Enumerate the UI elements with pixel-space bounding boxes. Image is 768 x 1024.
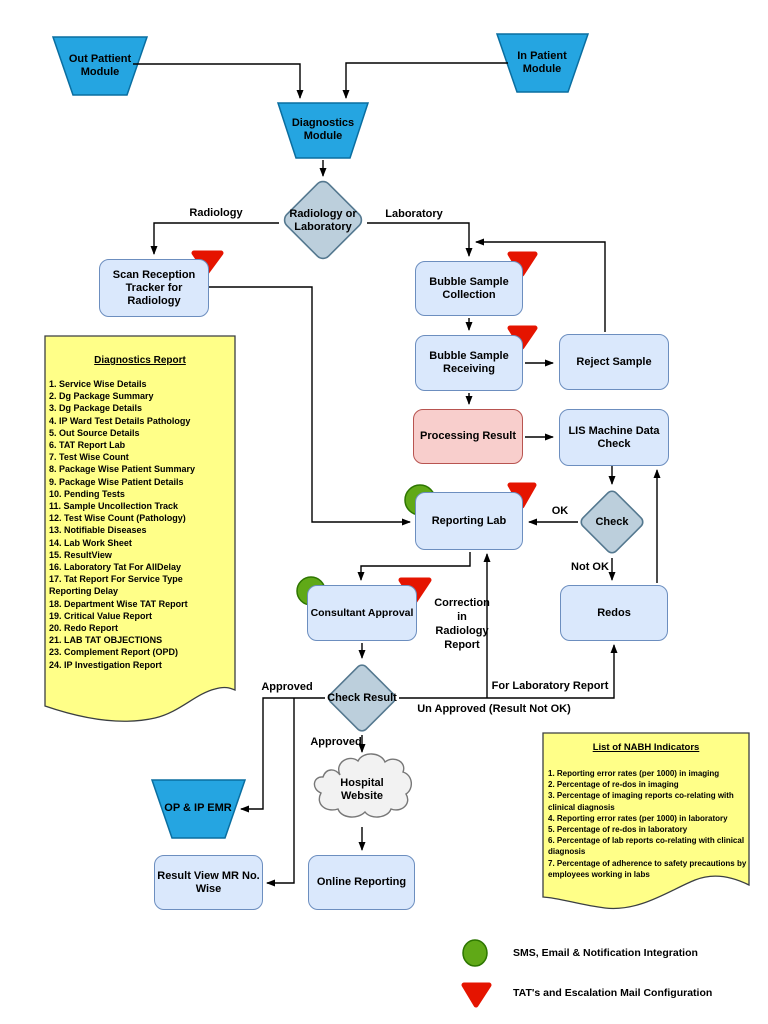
edge-reject-to-collection-junction — [475, 238, 606, 332]
node-lis-machine-data-check: LIS Machine Data Check — [559, 409, 669, 466]
list-item: 1. Service Wise Details — [49, 379, 147, 389]
radiology-or-laboratory-diamond-shape — [283, 180, 363, 260]
list-item: 2. Percentage of re-dos in imaging — [548, 780, 679, 790]
list-item: 6. TAT Report Lab — [49, 440, 126, 451]
edge-label-correction-in-radiology-report: Correction in Radiology Report — [434, 597, 490, 651]
node-consultant-approval: Consultant Approval — [307, 585, 417, 641]
diagnostics-report-list: 1. Service Wise Details 2. Dg Package Sum… — [49, 378, 221, 671]
list-item: 12. Test Wise Count (Pathology) — [49, 513, 186, 524]
hospital-website-cloud-shape — [313, 753, 412, 818]
list-item: 4. IP Ward Test Details Pathology — [49, 415, 191, 426]
node-op-ip-emr: OP & IP EMR — [164, 801, 232, 814]
node-bubble-sample-receiving: Bubble Sample Receiving — [415, 335, 523, 391]
edge-inpatient-to-diagnostics — [342, 62, 508, 99]
list-item: 1. Reporting error rates (per 1000) in i… — [548, 769, 720, 778]
list-item: 8. Package Wise Patient Summary — [49, 464, 195, 475]
edge-check-result-approved-to-result-view — [266, 698, 295, 887]
list-item: 24. IP Investigation Report — [49, 659, 162, 670]
list-item: 13. Notifiable Diseases — [49, 525, 147, 536]
node-hospital-website: Hospital Website — [340, 777, 384, 802]
node-out-patient-module: Out Pattient Module — [68, 53, 132, 78]
node-scan-reception-tracker: Scan Reception Tracker for Radiology — [99, 259, 209, 317]
nabh-indicators-note-shape — [542, 732, 750, 910]
node-redos: Redos — [560, 585, 668, 641]
edge-decision-to-collection — [367, 222, 473, 257]
legend-green-circle-icon — [462, 939, 488, 967]
legend-sms-email-notification-label: SMS, Email & Notification Integration — [513, 947, 698, 959]
edge-label-approved-left: Approved — [261, 681, 313, 693]
list-item: 6. Percentage of lab reports co-relating… — [548, 836, 745, 857]
list-item: 11. Sample Uncollection Track — [49, 501, 179, 512]
node-reporting-lab: Reporting Lab — [415, 492, 523, 550]
edge-check-result-to-redos-unapproved — [399, 644, 618, 699]
edge-reporting-lab-to-consultant — [357, 552, 471, 581]
edge-decision-to-scan — [150, 222, 279, 255]
list-item: 9. Package Wise Patient Details — [49, 476, 184, 487]
list-item: 21. LAB TAT OBJECTIONS — [49, 635, 163, 646]
list-item: 4. Reporting error rates (per 1000) in l… — [548, 813, 728, 823]
legend-tat-escalation-label: TAT's and Escalation Mail Configuration — [513, 987, 713, 999]
legend-red-triangle-icon — [461, 982, 492, 1008]
node-bubble-sample-collection: Bubble Sample Collection — [415, 261, 523, 316]
list-item: 16. Laboratory Tat For AllDelay — [49, 562, 182, 573]
decision-check-result: Check Result — [327, 691, 397, 704]
node-processing-result: Processing Result — [413, 409, 523, 464]
node-reject-sample: Reject Sample — [559, 334, 669, 390]
edge-check-result-approved-to-emr — [240, 697, 325, 813]
edge-outpatient-to-diagnostics — [133, 63, 304, 99]
edge-label-not-ok: Not OK — [571, 561, 609, 573]
node-diagnostics-module: Diagnostics Module — [291, 117, 355, 142]
list-item: 14. Lab Work Sheet — [49, 537, 132, 548]
decision-check: Check — [595, 515, 629, 528]
check-diamond-shape — [580, 490, 644, 554]
list-item: 7. Percentage of adherence to safety pre… — [548, 858, 747, 879]
edge-label-approved-down: Approved — [310, 736, 362, 748]
list-item: 7. Test Wise Count — [49, 452, 129, 463]
node-online-reporting: Online Reporting — [308, 855, 415, 910]
node-result-view-mr-no-wise: Result View MR No. Wise — [154, 855, 263, 910]
edge-label-radiology: Radiology — [189, 207, 243, 219]
list-item: 18. Department Wise TAT Report — [49, 598, 188, 609]
edge-label-laboratory: Laboratory — [385, 208, 443, 220]
list-item: 23. Complement Report (OPD) — [49, 647, 179, 658]
in-patient-module-shape — [495, 33, 590, 93]
list-item: 5. Percentage of re-dos in laboratory — [548, 825, 688, 835]
edge-label-un-approved: Un Approved (Result Not OK) — [417, 703, 571, 715]
op-ip-emr-shape — [150, 779, 247, 839]
list-item: 3. Percentage of imaging reports co-rela… — [548, 791, 734, 812]
list-item: 17. Tat Report For Service Type Reportin… — [49, 574, 183, 597]
list-item: 3. Dg Package Details — [49, 403, 143, 414]
list-item: 10. Pending Tests — [49, 488, 125, 499]
list-item: 5. Out Source Details — [49, 427, 140, 438]
list-item: 15. ResultView — [49, 549, 112, 560]
node-in-patient-module: In Patient Module — [517, 50, 567, 75]
diagnostics-report-note-shape — [44, 335, 236, 722]
list-item: 19. Critical Value Report — [49, 610, 153, 621]
edges — [133, 62, 661, 887]
diagnostics-module-shape — [276, 102, 370, 159]
out-patient-module-shape — [51, 36, 149, 96]
edge-label-for-laboratory-report: For Laboratory Report — [491, 680, 609, 692]
list-item: 2. Dg Package Summary — [49, 391, 154, 402]
edge-label-ok: OK — [551, 505, 569, 517]
nabh-indicators-list: 1. Reporting error rates (per 1000) in i… — [548, 768, 750, 880]
diagnostics-report-title: Diagnostics Report — [94, 355, 186, 366]
nabh-indicators-title: List of NABH Indicators — [592, 742, 700, 753]
edge-scan-to-reporting-lab — [209, 286, 411, 526]
decision-radiology-or-laboratory: Radiology or Laboratory — [289, 208, 357, 233]
list-item: 20. Redo Report — [49, 623, 119, 634]
check-result-diamond-shape — [328, 664, 396, 732]
